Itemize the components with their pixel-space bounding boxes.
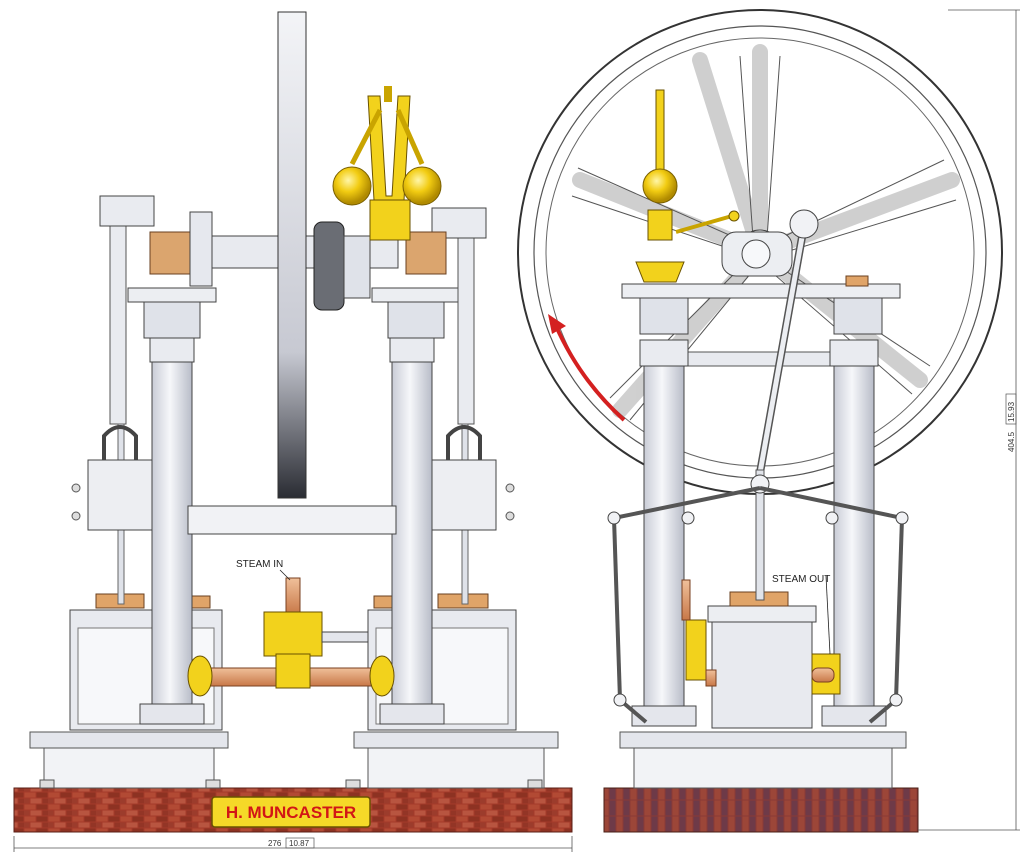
front-right-column [391, 361, 433, 709]
rotation-arrow [554, 325, 626, 422]
cross-beam [187, 505, 397, 535]
governor-front [332, 86, 442, 241]
governor-side [635, 89, 740, 283]
side-brick-base [603, 787, 919, 833]
steam-out-label: STEAM OUT [772, 574, 830, 585]
side-right-column [833, 365, 875, 709]
flywheel-edge [277, 11, 307, 499]
height-dim-mm: 404.5 [1007, 431, 1016, 452]
height-dim-in: 15.93 [1007, 401, 1016, 422]
name-plaque [211, 796, 371, 828]
steam-in-label: STEAM IN [236, 559, 283, 570]
width-dim-in: 10.87 [289, 839, 310, 848]
front-left-column [151, 361, 193, 709]
plaque-text: H. MUNCASTER [226, 803, 356, 822]
front-view: H. MUNCASTER STEAM IN 276 10.87 [13, 11, 573, 852]
side-view: STEAM OUT 404.5 15.93 [517, 9, 1020, 833]
side-cylinder [711, 607, 813, 729]
side-left-column [643, 365, 685, 709]
width-dim-mm: 276 [268, 839, 282, 848]
